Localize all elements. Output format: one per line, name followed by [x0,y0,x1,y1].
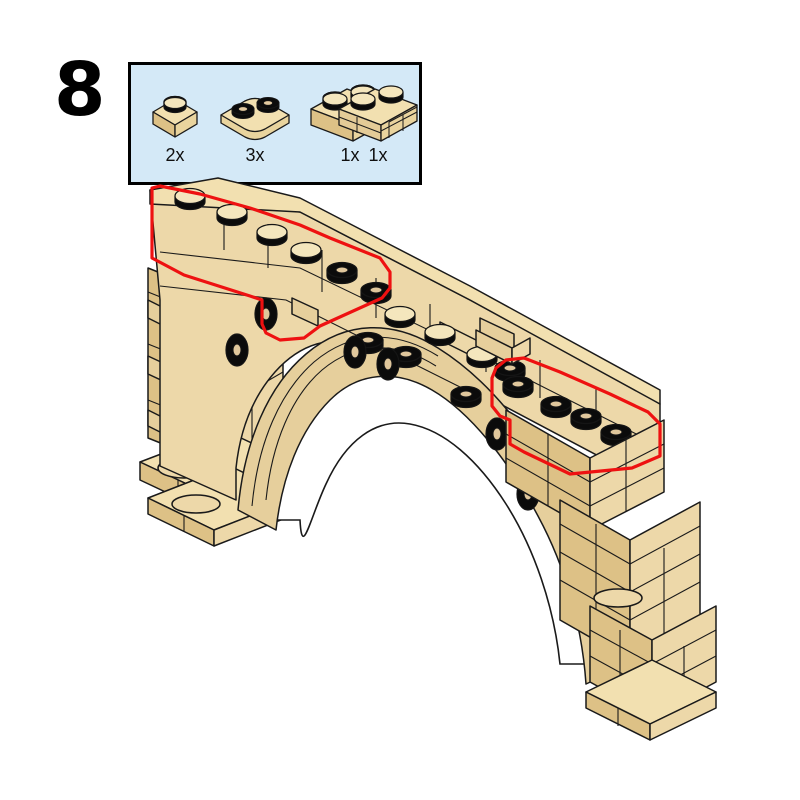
highlight-region-right [490,356,662,476]
part-item-round-plate-1x2: 3x [211,79,299,179]
part-item-plate-1x1: 2x [139,79,211,179]
part-item-masonry-brick-1x2: 1x [329,79,427,179]
left-pillar-base [139,429,297,547]
step-number: 8 [54,47,106,133]
right-pillar [505,409,717,741]
parts-callout-box: 2x [128,62,422,185]
part-quantity-brick-1x2: 1x [340,145,360,165]
lego-round-plate-1x2-icon [211,79,299,145]
lego-plate-1x1-icon [139,79,211,145]
side-detail-plates [291,297,531,365]
highlight-region-left [150,184,392,342]
lego-masonry-brick-1x2-icon [329,79,427,145]
left-pillar [147,267,284,471]
part-quantity-round-plate-1x2: 3x [245,145,265,165]
part-quantity-plate-1x1: 2x [165,145,185,165]
arch-underside [237,326,613,685]
parts-list: 2x [131,65,419,182]
arch-span [149,177,661,665]
arch-top-brick-row [159,206,661,447]
arch-studs [174,187,632,511]
part-quantity-masonry-brick-1x2: 1x [368,145,388,165]
